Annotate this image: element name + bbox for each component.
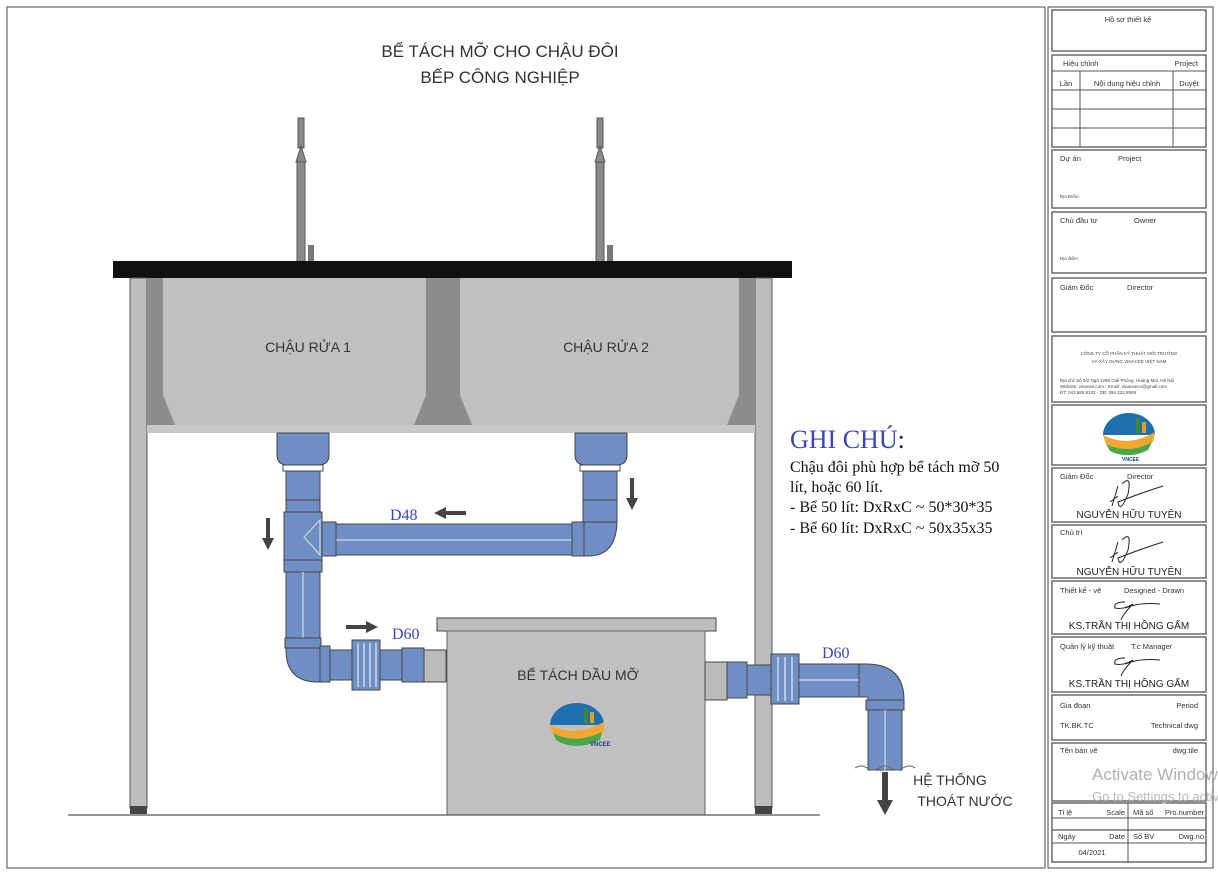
svg-text:TK.BK.TC: TK.BK.TC	[1060, 721, 1094, 730]
svg-text:Hồ sơ thiết kế: Hồ sơ thiết kế	[1105, 15, 1152, 24]
svg-text:Technical dwg: Technical dwg	[1151, 721, 1198, 730]
svg-text:ĐT: 043.685.8142 - DĐ: 094.222: ĐT: 043.685.8142 - DĐ: 094.222.8989	[1060, 390, 1137, 395]
svg-text:Project: Project	[1175, 59, 1199, 68]
svg-text:Dwg.no: Dwg.no	[1179, 832, 1204, 841]
svg-text:Giám Đốc: Giám Đốc	[1060, 283, 1094, 292]
svg-text:Director: Director	[1127, 472, 1154, 481]
notes: GHI CHÚ: Chậu đôi phù hợp bể tách mỡ 50 …	[790, 425, 999, 537]
svg-text:Dự án: Dự án	[1060, 154, 1081, 163]
svg-text:CÔNG TY CỔ PHẦN KỸ THUẬT MÔI T: CÔNG TY CỔ PHẦN KỸ THUẬT MÔI TRƯỜNG	[1081, 350, 1178, 356]
svg-text:VÀ XÂY DỰNG VINACEE VIỆT NAM: VÀ XÂY DỰNG VINACEE VIỆT NAM	[1092, 357, 1167, 364]
svg-text:Địa điểm:: Địa điểm:	[1060, 255, 1079, 261]
faucet-1	[295, 117, 314, 263]
faucet-2	[594, 117, 613, 263]
drawing-frame	[6, 6, 1046, 869]
signature	[1109, 536, 1164, 563]
svg-text:NGUYỄN HỮU TUYÊN: NGUYỄN HỮU TUYÊN	[1076, 565, 1181, 578]
vncee-logo: VNCEE	[550, 703, 611, 748]
svg-text:Quản lý kỹ thuật: Quản lý kỹ thuật	[1060, 642, 1115, 651]
svg-text:Chủ trì: Chủ trì	[1060, 528, 1083, 537]
left-leg	[129, 277, 148, 809]
notes-heading: GHI CHÚ:	[790, 425, 905, 454]
svg-text:Owner: Owner	[1134, 216, 1157, 225]
svg-text:Pro.number: Pro.number	[1165, 808, 1205, 817]
drain-label-line1: HỆ THỐNG	[913, 771, 987, 788]
svg-text:Scale: Scale	[1106, 808, 1125, 817]
svg-text:Địa chỉ: Số 5/2 Ngõ 1295 Giải: Địa chỉ: Số 5/2 Ngõ 1295 Giải Phóng, Hoà…	[1060, 377, 1174, 383]
pipe-d60-outlet-label: D60	[822, 645, 850, 662]
svg-text:Website: vinacee.com - Email:: Website: vinacee.com - Email: vinaceeco@…	[1060, 384, 1167, 389]
svg-text:Tỉ lệ: Tỉ lệ	[1058, 808, 1072, 817]
drawing-title-line2: BẾP CÔNG NGHIỆP	[420, 68, 579, 87]
countertop	[113, 261, 792, 278]
svg-text:Period: Period	[1176, 701, 1198, 710]
vncee-logo-title-block: VNCEE	[1103, 413, 1155, 463]
sink-1	[147, 278, 442, 428]
sink-2	[442, 278, 755, 428]
svg-text:KS.TRẦN THỊ HỒNG GẤM: KS.TRẦN THỊ HỒNG GẤM	[1069, 619, 1189, 632]
pipe-d60-inlet-label: D60	[392, 626, 420, 643]
svg-text:Số BV: Số BV	[1133, 832, 1154, 841]
flow-arrows	[262, 478, 893, 815]
svg-text:Nội dung hiệu chỉnh: Nội dung hiệu chỉnh	[1094, 79, 1160, 88]
svg-text:NGUYỄN HỮU TUYÊN: NGUYỄN HỮU TUYÊN	[1076, 508, 1181, 521]
pipe-d48-label: D48	[390, 507, 418, 524]
title-block-frame	[1047, 6, 1214, 869]
arrow-down-icon	[877, 772, 893, 815]
svg-text:Địa Điểm:: Địa Điểm:	[1060, 193, 1080, 199]
arrow-down-icon	[262, 518, 274, 550]
svg-text:Mã số: Mã số	[1133, 808, 1154, 817]
svg-text:Chủ đầu tư: Chủ đầu tư	[1060, 216, 1098, 225]
svg-text:Designed - Drawn: Designed - Drawn	[1124, 586, 1184, 595]
svg-text:Giám Đốc: Giám Đốc	[1060, 472, 1094, 481]
svg-text:Ngày: Ngày	[1058, 832, 1076, 841]
svg-text:Hiệu chỉnh: Hiệu chỉnh	[1063, 59, 1098, 68]
svg-text:VNCEE: VNCEE	[590, 742, 611, 748]
svg-text:KS.TRẦN THỊ HỒNG GẤM: KS.TRẦN THỊ HỒNG GẤM	[1069, 677, 1189, 690]
notes-line: Chậu đôi phù hợp bể tách mỡ 50	[790, 459, 999, 476]
notes-line: lít, hoặc 60 lít.	[790, 479, 883, 496]
signature	[1109, 480, 1164, 507]
sink-2-label: CHẬU RỬA 2	[563, 338, 649, 355]
svg-text:dwg.tile: dwg.tile	[1173, 746, 1198, 755]
title-block: Hồ sơ thiết kế Hiệu chỉnh Project Lần Nộ…	[1051, 9, 1207, 863]
activate-windows-subtitle: Go to Settings to activate Windows.	[1092, 789, 1218, 804]
pipe-d60-outlet	[704, 653, 916, 771]
pipe-d48-horizontal	[321, 499, 618, 557]
pipe-d60-inlet	[329, 639, 447, 691]
svg-text:Gia đoạn: Gia đoạn	[1060, 701, 1090, 710]
svg-text:Date: Date	[1109, 832, 1125, 841]
arrow-right-icon	[346, 621, 378, 633]
sink-1-drain	[276, 432, 330, 502]
activate-windows-title: Activate Windows	[1092, 765, 1218, 784]
svg-text:T.c Manager: T.c Manager	[1131, 642, 1173, 651]
arrow-down-icon	[626, 478, 638, 510]
sink-2-drain	[574, 432, 628, 502]
svg-text:04/2021: 04/2021	[1078, 848, 1105, 857]
svg-text:Tên bản vẽ: Tên bản vẽ	[1060, 746, 1098, 755]
right-leg	[754, 277, 773, 809]
notes-line: - Bể 50 lít: DxRxC ~ 50*30*35	[790, 499, 992, 516]
drain-label-line2: THOÁT NƯỚC	[917, 793, 1012, 809]
signature	[1114, 657, 1161, 677]
svg-text:Project: Project	[1118, 154, 1142, 163]
svg-text:Lần: Lần	[1060, 79, 1073, 88]
drawing-title-line1: BỂ TÁCH MỠ CHO CHẬU ĐÔI	[381, 42, 618, 61]
arrow-left-icon	[434, 507, 466, 519]
signature	[1114, 601, 1161, 621]
svg-text:Duyệt: Duyệt	[1179, 79, 1200, 88]
svg-text:VNCEE: VNCEE	[1122, 457, 1140, 463]
svg-text:Director: Director	[1127, 283, 1154, 292]
svg-text:Thiết kế - vẽ: Thiết kế - vẽ	[1060, 586, 1101, 595]
notes-line: - Bể 60 lít: DxRxC ~ 50x35x35	[790, 520, 992, 537]
pipe-vertical-left	[283, 499, 331, 683]
tank-label: BỂ TÁCH DẦU MỠ	[517, 666, 638, 683]
sink-1-label: CHẬU RỬA 1	[265, 338, 351, 355]
